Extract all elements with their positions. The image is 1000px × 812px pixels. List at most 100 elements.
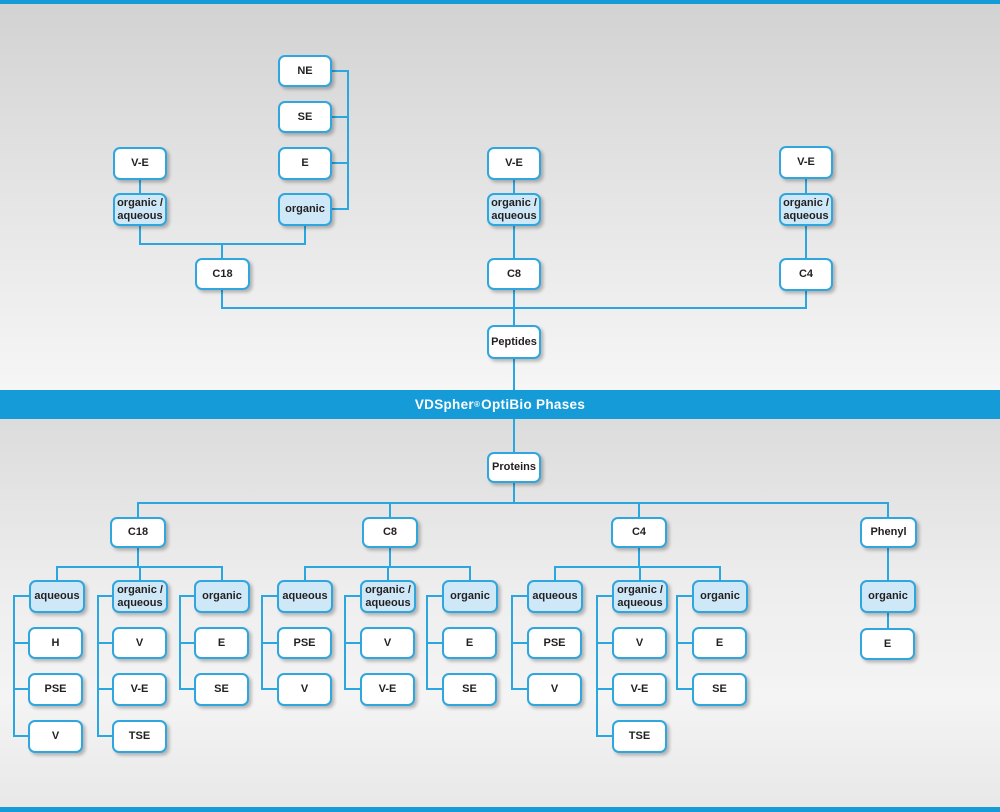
connector (179, 642, 194, 644)
box-proteins-c8-aqueous-item: V (277, 673, 332, 706)
connector (261, 642, 277, 644)
box-proteins-c18-organic-item: SE (194, 673, 249, 706)
connector (554, 566, 556, 581)
box-proteins-c4-aqueous-item: V (527, 673, 582, 706)
connector (97, 595, 99, 737)
connector (56, 566, 58, 581)
bottom-accent-bar (0, 807, 1000, 812)
box-proteins-c8-organic-item: SE (442, 673, 497, 706)
connector (387, 566, 389, 581)
box-proteins-c18-aqueous-item: V (28, 720, 83, 753)
connector (304, 566, 306, 581)
connector (221, 289, 223, 308)
connector (13, 688, 28, 690)
connector (13, 735, 28, 737)
box-proteins-c4-aqueous-item: PSE (527, 627, 582, 659)
box-proteins-c4-organic-aqueous-item: V-E (612, 673, 667, 706)
connector (513, 419, 515, 453)
connector (596, 595, 598, 737)
connector (179, 595, 194, 597)
box-proteins-c8-aqueous-item: PSE (277, 627, 332, 659)
connector (426, 642, 442, 644)
box-peptides-c18-ne: NE (278, 55, 332, 87)
connector (511, 688, 527, 690)
box-peptides-root: Peptides (487, 325, 541, 359)
connector (332, 162, 348, 164)
box-proteins-c18: C18 (110, 517, 166, 548)
box-proteins-c4-organic-aqueous: organic / aqueous (612, 580, 668, 613)
box-proteins-c8-organic-aqueous-item: V (360, 627, 415, 659)
connector (676, 595, 692, 597)
connector (639, 566, 641, 581)
connector (513, 179, 515, 194)
connector (179, 688, 194, 690)
connector (332, 208, 348, 210)
connector (137, 502, 139, 518)
box-proteins-c8-organic: organic (442, 580, 498, 613)
box-proteins-c18-organic-aqueous-item: V-E (112, 673, 167, 706)
connector (638, 502, 640, 518)
box-proteins-c18-organic-aqueous-item: V (112, 627, 167, 659)
connector (344, 688, 360, 690)
connector (137, 547, 139, 567)
connector (596, 735, 612, 737)
connector (139, 179, 141, 194)
connector (389, 502, 391, 518)
box-proteins-c18-organic-aqueous-item: TSE (112, 720, 167, 753)
connector (13, 595, 29, 597)
connector (389, 547, 391, 567)
connector (805, 225, 807, 259)
connector (887, 502, 889, 518)
connector (344, 642, 360, 644)
box-peptides-c18-ve: V-E (113, 147, 167, 180)
connector (887, 612, 889, 628)
box-proteins-c18-aqueous-item: H (28, 627, 83, 659)
box-proteins-c18-organic: organic (194, 580, 250, 613)
connector (261, 595, 277, 597)
connector (139, 225, 141, 245)
banner-brand: VDSpher (414, 397, 474, 412)
connector (596, 595, 612, 597)
connector (347, 70, 349, 210)
connector (332, 70, 348, 72)
connector (332, 116, 348, 118)
box-peptides-c18-organic: organic (278, 193, 332, 226)
box-peptides-c8-ve: V-E (487, 147, 541, 180)
connector (513, 289, 515, 326)
box-proteins-c18-aqueous-item: PSE (28, 673, 83, 706)
box-proteins-phenyl-organic-item: E (860, 628, 915, 660)
box-proteins-c4-aqueous: aqueous (527, 580, 583, 613)
connector (596, 688, 612, 690)
box-peptides-c4-organic-aqueous: organic / aqueous (779, 193, 833, 226)
connector (304, 225, 306, 245)
box-proteins-c4-organic: organic (692, 580, 748, 613)
box-proteins-c8: C8 (362, 517, 418, 548)
connector (97, 642, 112, 644)
box-proteins-c4-organic-aqueous-item: V (612, 627, 667, 659)
box-peptides-c4: C4 (779, 258, 833, 291)
connector (13, 595, 15, 737)
connector (261, 688, 277, 690)
box-proteins-phenyl-organic: organic (860, 580, 916, 613)
box-proteins-c4-organic-aqueous-item: TSE (612, 720, 667, 753)
box-proteins-c18-organic-aqueous: organic / aqueous (112, 580, 168, 613)
box-proteins-c8-aqueous: aqueous (277, 580, 333, 613)
box-proteins-c8-organic-item: E (442, 627, 497, 659)
connector (221, 566, 223, 581)
box-peptides-c18-organic-aqueous: organic / aqueous (113, 193, 167, 226)
connector (469, 566, 471, 581)
connector (97, 595, 112, 597)
box-proteins-c18-aqueous: aqueous (29, 580, 85, 613)
box-proteins-c4: C4 (611, 517, 667, 548)
connector (554, 566, 721, 568)
box-proteins-phenyl: Phenyl (860, 517, 917, 548)
connector (805, 178, 807, 194)
connector (513, 358, 515, 390)
connector (511, 595, 527, 597)
connector (221, 243, 223, 259)
connector (511, 642, 527, 644)
box-proteins-c4-organic-item: SE (692, 673, 747, 706)
box-proteins-c8-organic-aqueous-item: V-E (360, 673, 415, 706)
connector (344, 595, 360, 597)
box-proteins-root: Proteins (487, 452, 541, 483)
